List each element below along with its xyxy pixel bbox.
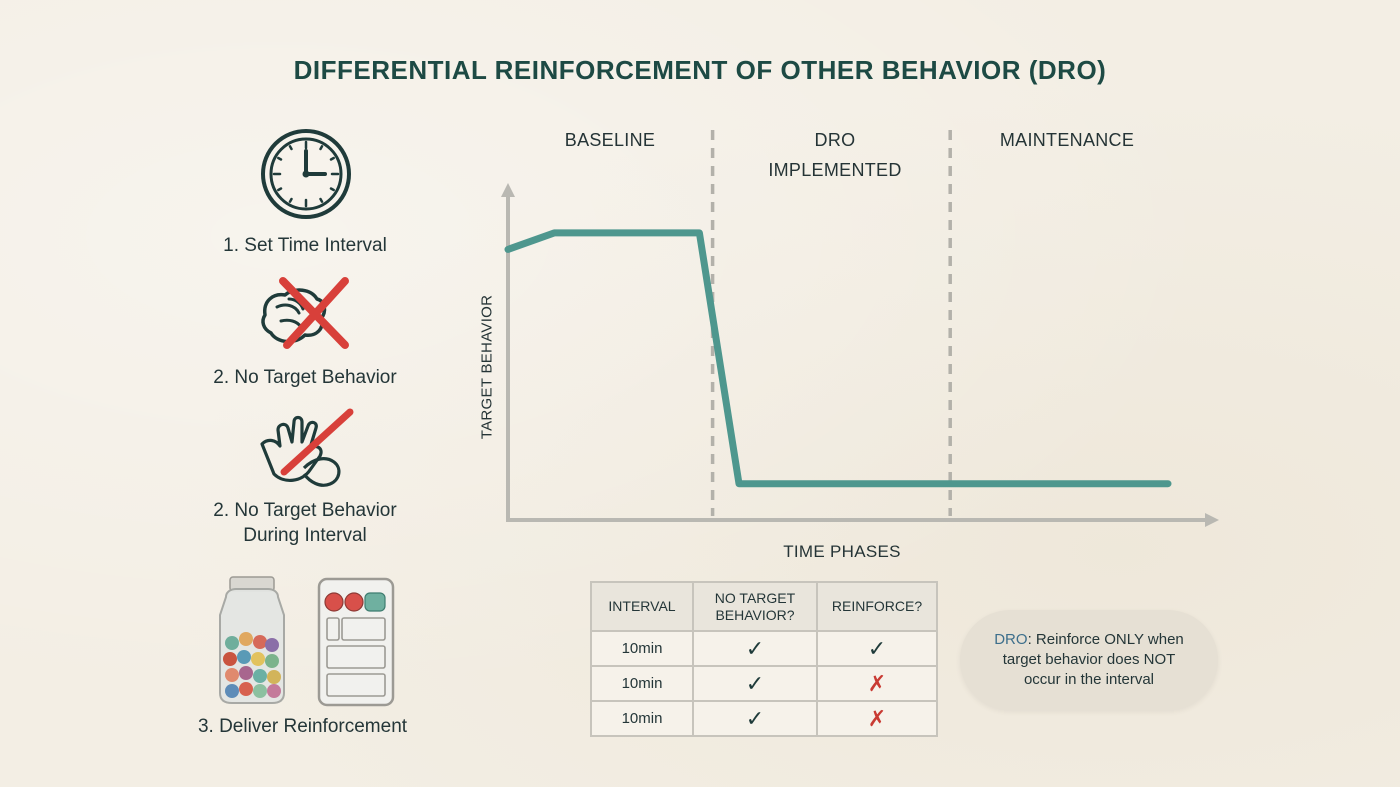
phase-label-baseline: BASELINE xyxy=(520,125,700,155)
cell-interval: 10min xyxy=(590,665,694,702)
phase-maintenance-text: MAINTENANCE xyxy=(999,130,1135,150)
phase-label-maintenance: MAINTENANCE xyxy=(967,125,1167,155)
table-row: 10min ✓ ✗ xyxy=(590,665,938,702)
clock-icon xyxy=(261,129,351,219)
phase-baseline-text: BASELINE xyxy=(564,130,656,150)
cell-no-target-check: ✓ xyxy=(692,665,818,702)
note-text: DRO: Reinforce ONLY when target behavior… xyxy=(984,630,1194,690)
step-1-label: 1. Set Time Interval xyxy=(180,233,430,258)
phase-label-dro-implemented: DRO IMPLEMENTED xyxy=(735,125,935,185)
header-reinforce: REINFORCE? xyxy=(816,581,938,632)
crossed-out-hand-icon xyxy=(261,277,349,349)
target-behavior-line xyxy=(504,229,1172,488)
step-4-label: 3. Deliver Reinforcement xyxy=(160,714,445,739)
header-no-target-behavior-text: NO TARGET BEHAVIOR? xyxy=(714,589,796,623)
step-1-text: 1. Set Time Interval xyxy=(223,235,387,256)
step-4-text: 3. Deliver Reinforcement xyxy=(197,716,408,737)
step-2-label: 2. No Target Behavior xyxy=(180,365,430,390)
phase-dro-text-line2: IMPLEMENTED xyxy=(768,160,902,180)
cell-no-target-check: ✓ xyxy=(692,700,818,737)
y-axis-label: TARGET BEHAVIOR xyxy=(478,294,496,440)
cell-reinforce-cross: ✗ xyxy=(816,665,938,702)
phase-dro-text-line1: DRO xyxy=(814,130,856,150)
x-axis-label: TIME PHASES xyxy=(783,542,901,561)
step-3-text-line1: 2. No Target Behavior xyxy=(213,500,397,521)
table-row: 10min ✓ ✗ xyxy=(590,700,938,737)
table-row: 10min ✓ ✓ xyxy=(590,630,938,667)
cell-no-target-check: ✓ xyxy=(692,630,818,667)
cell-reinforce-check: ✓ xyxy=(816,630,938,667)
header-no-target-behavior: NO TARGET BEHAVIOR? xyxy=(692,581,818,632)
note-body: : Reinforce ONLY when target behavior do… xyxy=(1002,631,1184,688)
cell-reinforce-cross: ✗ xyxy=(816,700,938,737)
header-interval: INTERVAL xyxy=(590,581,694,632)
cell-interval: 10min xyxy=(590,630,694,667)
cell-interval: 10min xyxy=(590,700,694,737)
interval-table: INTERVAL NO TARGET BEHAVIOR? REINFORCE? … xyxy=(590,581,938,737)
dro-definition-note: DRO: Reinforce ONLY when target behavior… xyxy=(960,610,1218,710)
token-jar-and-board-icon xyxy=(219,576,395,707)
step-2-text: 2. No Target Behavior xyxy=(213,367,397,388)
table-header-row: INTERVAL NO TARGET BEHAVIOR? REINFORCE? xyxy=(590,581,938,632)
crossed-out-clapping-hands-icon xyxy=(260,408,354,487)
note-prefix: DRO xyxy=(994,631,1028,648)
step-3-label: 2. No Target Behavior During Interval xyxy=(180,498,430,548)
page-title: DIFFERENTIAL REINFORCEMENT OF OTHER BEHA… xyxy=(293,55,1107,85)
step-3-text-line2: During Interval xyxy=(243,525,367,546)
